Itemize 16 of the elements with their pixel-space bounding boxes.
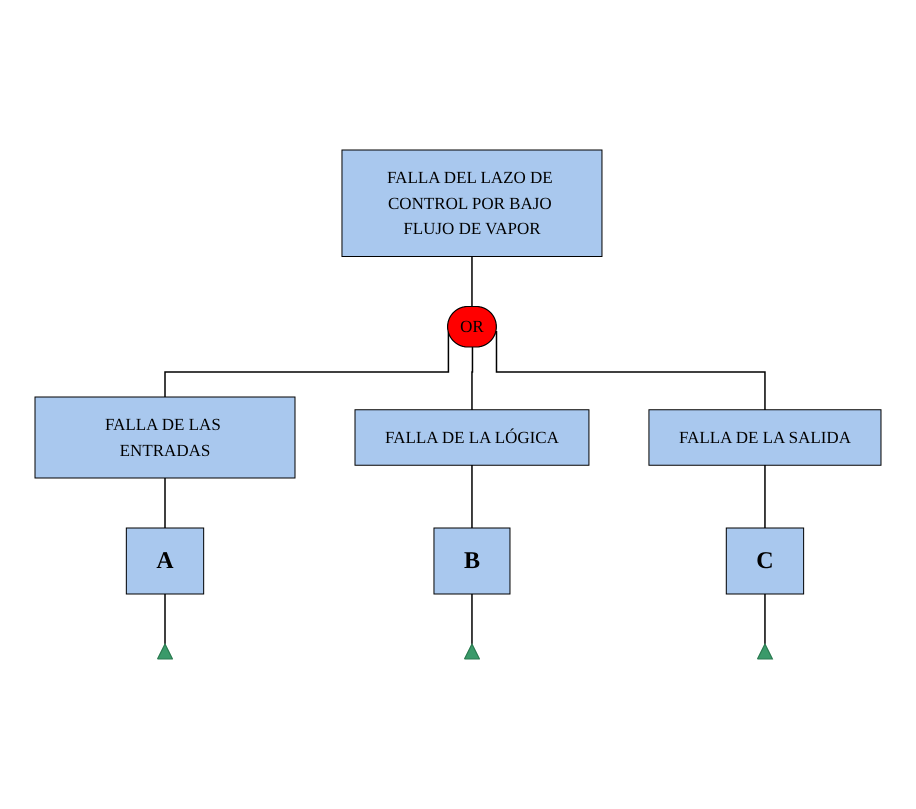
connector — [164, 478, 166, 529]
connector — [471, 256, 474, 308]
node-box: C — [726, 528, 804, 594]
connector — [764, 465, 766, 529]
node-box: B — [433, 528, 510, 594]
connector — [471, 348, 474, 410]
node-box: A — [126, 528, 204, 594]
connector — [496, 330, 766, 410]
node-box: FALLA DE LAS ENTRADAS — [34, 396, 296, 478]
connector — [471, 594, 474, 646]
node-box: FALLA DE LA SALIDA — [648, 409, 882, 466]
connector — [471, 465, 473, 529]
connector — [164, 594, 166, 646]
node-box: FALLA DEL LAZO DE CONTROL POR BAJO FLUJO DE VAPOR — [341, 150, 602, 257]
node-box: FALLA DE LA LÓGICA — [354, 409, 590, 466]
connector — [764, 594, 766, 646]
